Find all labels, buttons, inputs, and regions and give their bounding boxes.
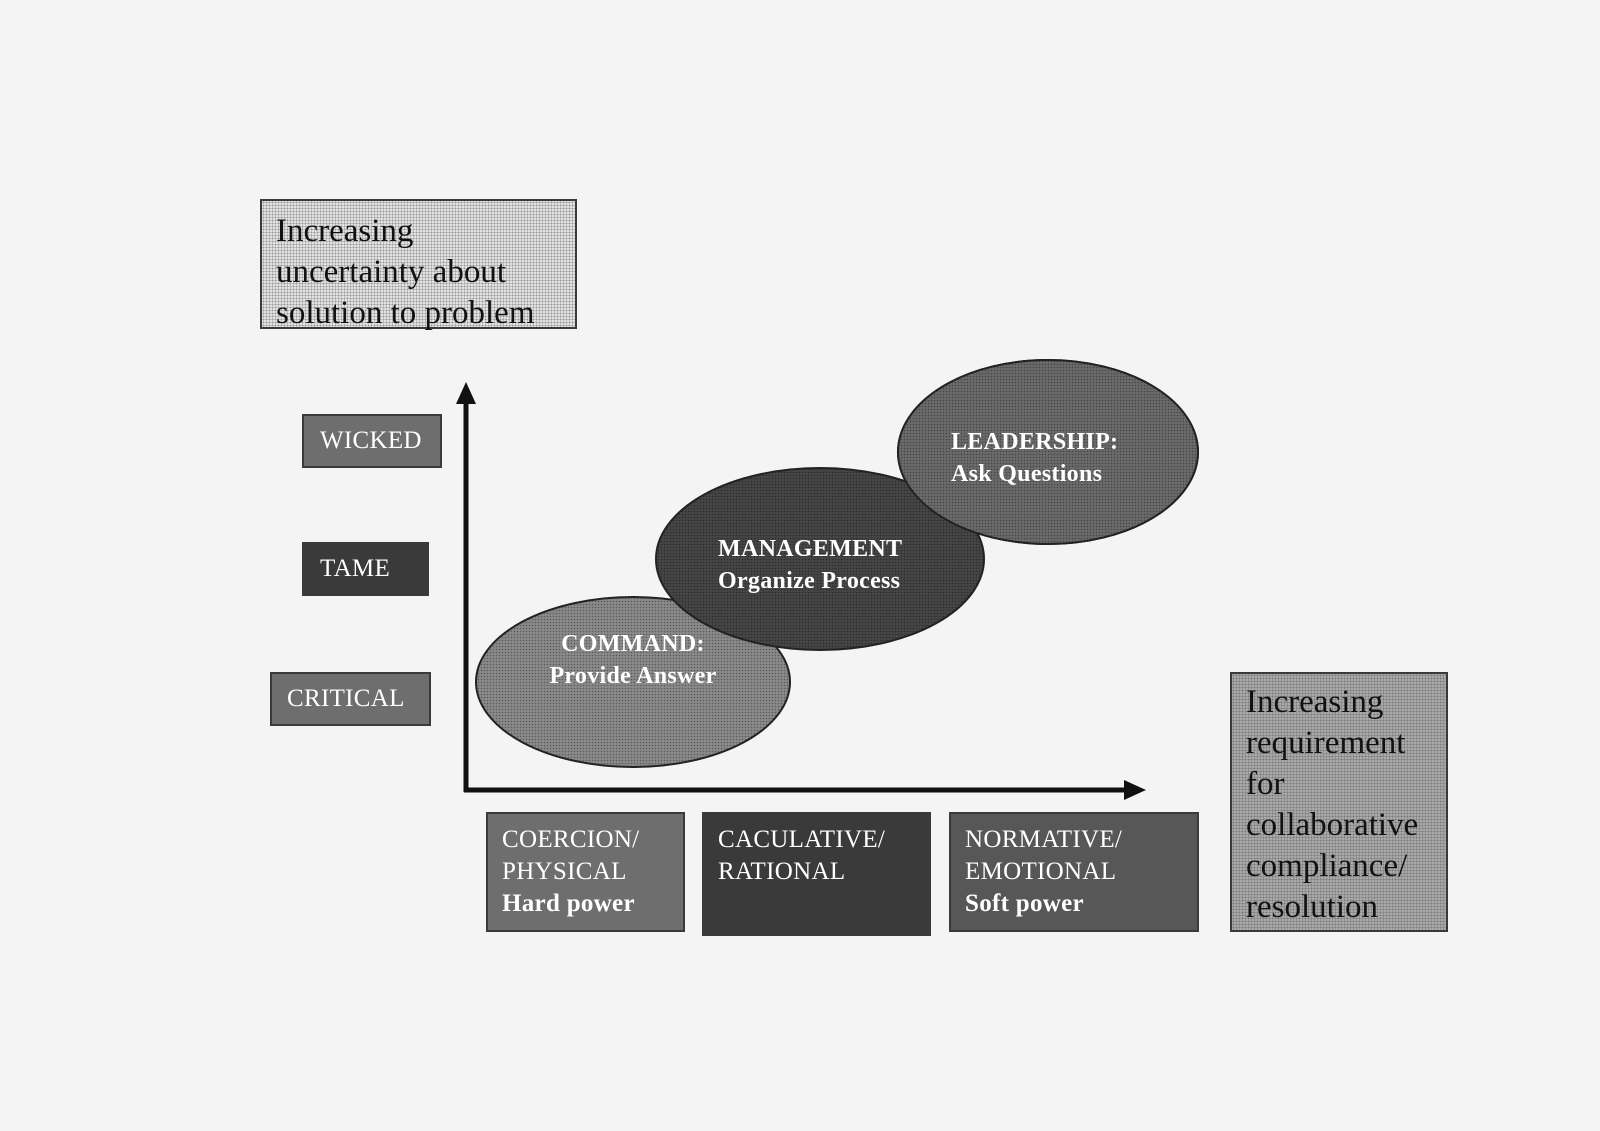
y-axis-label-line-1: Increasing [276,213,414,249]
x-axis-label-line-2: requirement [1246,725,1406,761]
coercion-line-1: COERCION/ [502,826,640,853]
x-axis-label-line-1: Increasing [1246,684,1384,720]
command-title: COMMAND: [561,631,705,657]
leadership-text: LEADERSHIP: Ask Questions [951,426,1118,490]
command-ellipse [475,596,791,768]
critical-label: CRITICAL [287,685,405,712]
normative-box: NORMATIVE/ EMOTIONAL Soft power [949,812,1199,932]
tame-box: TAME [302,542,429,596]
normative-line-3: Soft power [965,890,1084,917]
y-axis-label-box: Increasing uncertainty about solution to… [260,199,577,331]
normative-line-1: NORMATIVE/ [965,826,1123,853]
management-title: MANAGEMENT [718,536,903,562]
leadership-ellipse-front [897,359,1199,545]
x-axis-label-line-6: resolution [1246,889,1378,925]
y-axis-arrowhead [456,382,476,404]
coercion-box: COERCION/ PHYSICAL Hard power [486,812,685,932]
coercion-line-2: PHYSICAL [502,858,627,885]
coercion-line-3: Hard power [502,890,635,917]
normative-line-2: EMOTIONAL [965,858,1117,885]
leadership-subtitle: Ask Questions [951,461,1103,487]
x-axis-label-line-4: collaborative [1246,807,1419,843]
management-text: MANAGEMENT Organize Process [718,533,902,597]
x-axis-label-line-5: compliance/ [1246,848,1408,884]
management-subtitle: Organize Process [718,568,901,594]
x-axis-arrowhead [1124,780,1146,800]
wicked-label: WICKED [320,427,422,454]
calculative-box: CACULATIVE/ RATIONAL [702,812,931,936]
wicked-box: WICKED [302,414,442,468]
management-ellipse [655,467,985,651]
y-axis-label-line-3: solution to problem [276,295,535,331]
leadership-title: LEADERSHIP: [951,429,1119,455]
command-subtitle: Provide Answer [549,663,717,689]
tame-label: TAME [320,555,391,582]
y-axis-label-line-2: uncertainty about [276,254,507,290]
x-axis-label-box: Increasing requirement for collaborative… [1230,672,1448,932]
x-axis-label-line-3: for [1246,766,1285,802]
critical-box: CRITICAL [270,672,431,726]
calculative-line-1: CACULATIVE/ [718,826,886,853]
command-text: COMMAND: Provide Answer [533,628,733,692]
calculative-line-2: RATIONAL [718,858,846,885]
